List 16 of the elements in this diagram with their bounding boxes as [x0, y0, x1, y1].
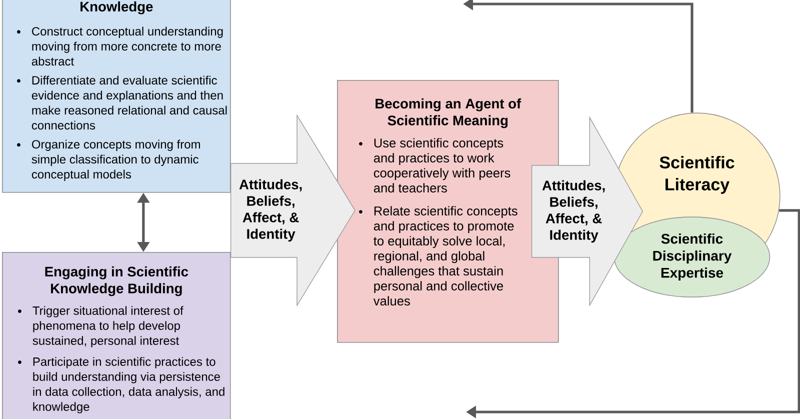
heading: Knowledge	[80, 1, 153, 14]
edge-label: Attitudes, Beliefs, Affect, & Identity	[239, 179, 302, 242]
text-box	[2, 0, 231, 193]
block-arrow	[531, 116, 644, 307]
bullet-point: Trigger situational interest of phenomena to help develop sustained, personal interest	[18, 306, 184, 348]
bullet-point: Organize concepts moving from simple classification to dynamic conceptual models	[17, 140, 200, 181]
heading: Becoming an Agent of Scientific Meaning	[376, 98, 522, 128]
text-box	[2, 252, 231, 419]
block-arrow	[230, 114, 356, 307]
bullet-point: Construct conceptual understanding moving from more concrete to more abstract	[17, 26, 223, 66]
bullet-point: Participate in scientific practices to build understanding via persistence in data collection, data analysis, and knowledge	[18, 357, 224, 414]
bullet-point: Use scientific concepts and practices to work cooperatively with peers and teachers	[359, 138, 510, 193]
heading: Engaging in Scientific Knowledge Building	[45, 266, 188, 296]
bullet-point: Differentiate and evaluate scientific evidence and explanations and then make reasoned relational and causal connections	[17, 76, 227, 130]
edge-label: Attitudes, Beliefs, Affect, & Identity	[542, 180, 605, 243]
bullet-point: Relate scientific concepts and practices to promote to equitably solve local, regional, and global challenges that sustain personal and collective values	[359, 206, 518, 306]
